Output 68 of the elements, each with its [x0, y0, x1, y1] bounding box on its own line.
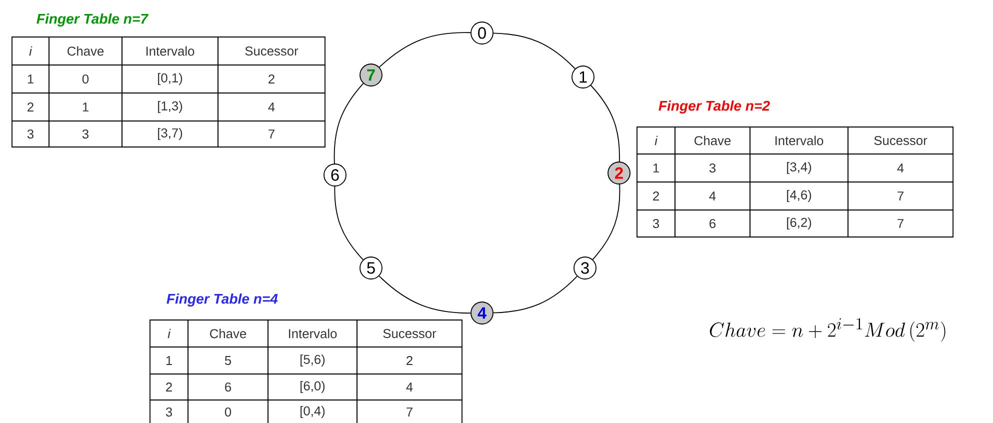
ring-arc — [378, 32, 472, 68]
table-cell: 1 — [150, 346, 188, 374]
table-cell: [6,0) — [268, 374, 358, 400]
table-cell: 4 — [848, 154, 954, 182]
table-cell: 1 — [636, 154, 676, 182]
ring-node: 6 — [324, 164, 346, 186]
table-cell: Sucessor — [218, 36, 326, 66]
ring-arc — [590, 84, 620, 162]
table-cell: Intervalo — [122, 36, 218, 66]
table-cell: [3,7) — [122, 120, 218, 148]
table-title: Finger Table n=2 — [658, 100, 770, 114]
table-cell: 4 — [218, 92, 326, 122]
ring-node: 4 — [470, 302, 494, 324]
table-cell: i — [636, 126, 676, 154]
table-cell: 7 — [848, 182, 954, 210]
table-cell: 4 — [674, 182, 750, 210]
ring-arc — [378, 276, 471, 314]
ring-node: 2 — [608, 162, 630, 184]
table-cell: 7 — [218, 120, 326, 148]
ring-arc — [592, 184, 620, 260]
ring-node: 0 — [470, 22, 494, 44]
table-cell: i — [12, 36, 50, 66]
table-cell: [1,3) — [122, 92, 218, 122]
ring-arc — [334, 83, 364, 164]
table-cell: Chave — [48, 36, 122, 66]
table-cell: 2 — [218, 64, 326, 94]
table-cell: 5 — [188, 346, 268, 374]
table-cell: 6 — [188, 374, 268, 400]
ring-arc — [493, 276, 578, 314]
table-title: Finger Table n=4 — [166, 293, 278, 307]
table-cell: [3,4) — [750, 154, 848, 182]
table-cell: 3 — [636, 210, 676, 238]
table-cell: 2 — [636, 182, 676, 210]
table-cell: [0,4) — [268, 400, 358, 423]
table-cell: 3 — [674, 154, 750, 182]
ring-node: 7 — [360, 64, 382, 86]
table-cell: 3 — [150, 400, 188, 423]
ring-node: 3 — [574, 256, 596, 280]
table-cell: Intervalo — [750, 126, 848, 154]
table-cell: Intervalo — [268, 320, 358, 348]
table-cell: [5,6) — [268, 346, 358, 374]
formula: $Chave=n+2^{i-1}Mod\left(2^{m}\right)$ — [710, 318, 946, 342]
table-cell: i — [150, 320, 188, 348]
table-cell: 2 — [12, 92, 50, 122]
ring-arc — [334, 186, 364, 260]
table-cell: Chave — [674, 126, 750, 154]
table-cell: 1 — [12, 64, 50, 94]
table-cell: [6,2) — [750, 210, 848, 238]
table-cell: 3 — [12, 120, 50, 148]
table-cell: 2 — [356, 346, 462, 374]
table-cell: 7 — [356, 400, 462, 423]
table-cell: 2 — [150, 374, 188, 400]
ring-node: 1 — [572, 66, 594, 88]
table-cell: [4,6) — [750, 182, 848, 210]
table-cell: 6 — [674, 210, 750, 238]
ring-node: 5 — [360, 256, 382, 280]
table-cell: 1 — [48, 92, 122, 122]
table-cell: 0 — [48, 64, 122, 94]
table-cell: Sucessor — [356, 320, 462, 348]
table-cell: 7 — [848, 210, 954, 238]
ring-arc — [493, 32, 576, 70]
table-cell: 3 — [48, 120, 122, 148]
table-cell: [0,1) — [122, 64, 218, 94]
table-cell: Chave — [188, 320, 268, 348]
table-cell: Sucessor — [848, 126, 954, 154]
table-cell: 0 — [188, 400, 268, 423]
table-cell: 4 — [356, 374, 462, 400]
table-title: Finger Table n=7 — [36, 13, 149, 27]
